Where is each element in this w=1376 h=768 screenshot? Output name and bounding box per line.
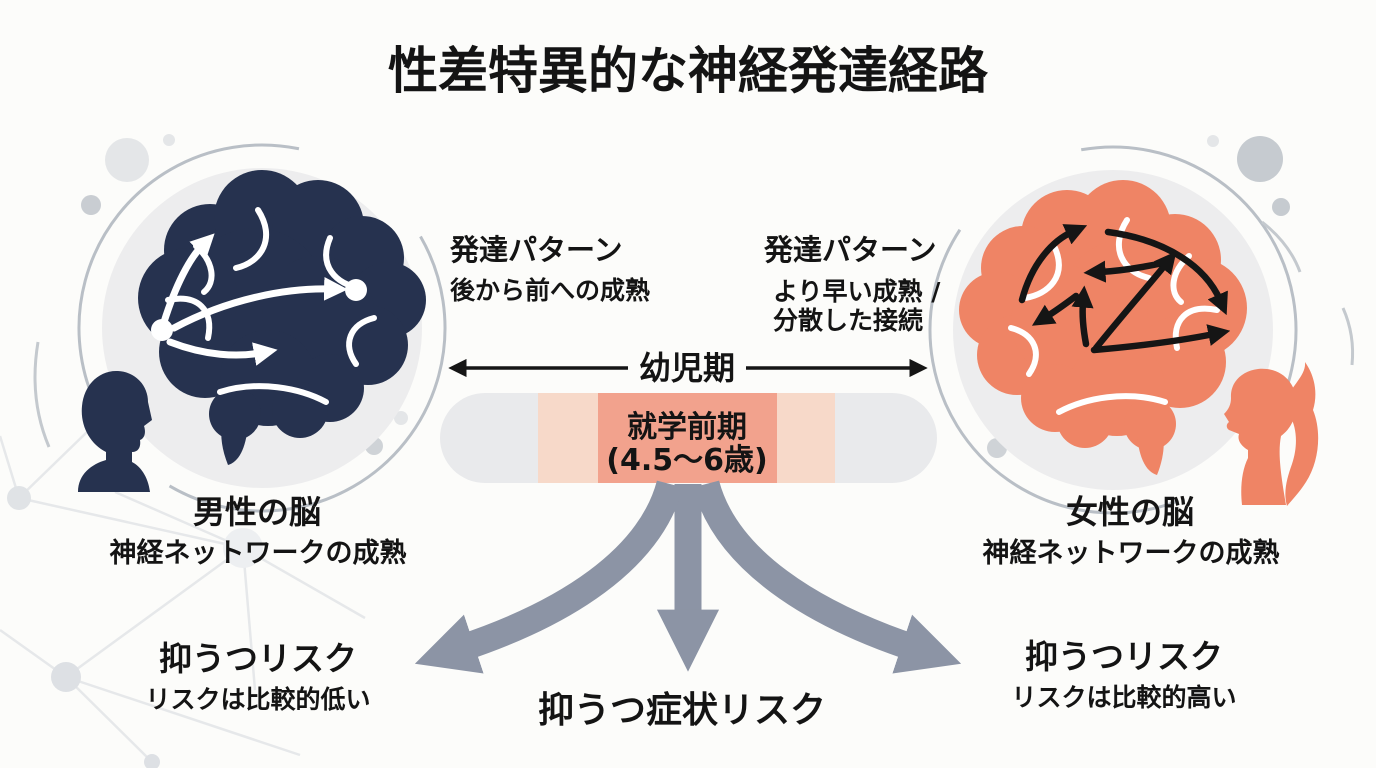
female-brain-arrows — [1018, 224, 1231, 354]
right-arc-decoration-1 — [1261, 220, 1302, 273]
female-circle-ring — [928, 145, 1298, 515]
male-pattern-detail: 後から前への成熟 — [450, 276, 650, 305]
male-pattern-heading: 発達パターン — [449, 233, 623, 267]
male-pattern-block: 発達パターン 後から前への成熟 — [449, 233, 650, 305]
male-risk-heading: 抑うつリスク — [159, 639, 357, 678]
male-brain-label: 男性の脳 — [193, 493, 321, 531]
timeline-bar: 就学前期 (4.5〜6歳) — [440, 393, 937, 483]
female-brain-label: 女性の脳 — [1066, 493, 1194, 531]
female-pattern-detail-1: より早い成熟 / — [773, 277, 941, 306]
timeline-period-label: 幼児期 — [639, 349, 735, 387]
female-brain-sublabel: 神経ネットワークの成熟 — [983, 537, 1280, 569]
male-risk-detail: リスクは比較的低い — [145, 685, 370, 714]
male-brain-arrows — [151, 233, 367, 366]
male-brain-panel: 男性の脳 神経ネットワークの成熟 — [33, 143, 447, 569]
left-arc-decoration — [33, 341, 51, 448]
timeline-stage-label: 就学前期 — [627, 410, 747, 445]
center-risk-label: 抑うつ症状リスク — [538, 690, 826, 731]
female-pattern-block: 発達パターン より早い成熟 / 分散した接続 — [763, 233, 941, 335]
network-pattern-decoration — [0, 399, 366, 768]
timeline-stage-age: (4.5〜6歳) — [606, 443, 767, 478]
page-title: 性差特異的な神経発達経路 — [388, 42, 989, 100]
timeline-stage-highlight — [598, 393, 777, 483]
female-pattern-heading: 発達パターン — [763, 233, 937, 267]
female-profile-icon — [1224, 362, 1319, 506]
female-brain-panel: 女性の脳 神経ネットワークの成熟 — [928, 145, 1355, 569]
male-brain-sublabel: 神経ネットワークの成熟 — [110, 537, 407, 569]
male-risk-block: 抑うつリスク リスクは比較的低い — [145, 639, 370, 714]
female-risk-block: 抑うつリスク リスクは比較的高い — [1011, 637, 1236, 712]
right-arc-decoration-2 — [1341, 307, 1355, 366]
female-risk-detail: リスクは比較的高い — [1011, 683, 1236, 712]
female-pattern-detail-2: 分散した接続 — [773, 306, 923, 335]
female-risk-heading: 抑うつリスク — [1025, 637, 1223, 676]
decorative-dots — [81, 134, 1290, 458]
fork-arrows — [414, 480, 962, 674]
male-profile-icon — [78, 370, 152, 492]
